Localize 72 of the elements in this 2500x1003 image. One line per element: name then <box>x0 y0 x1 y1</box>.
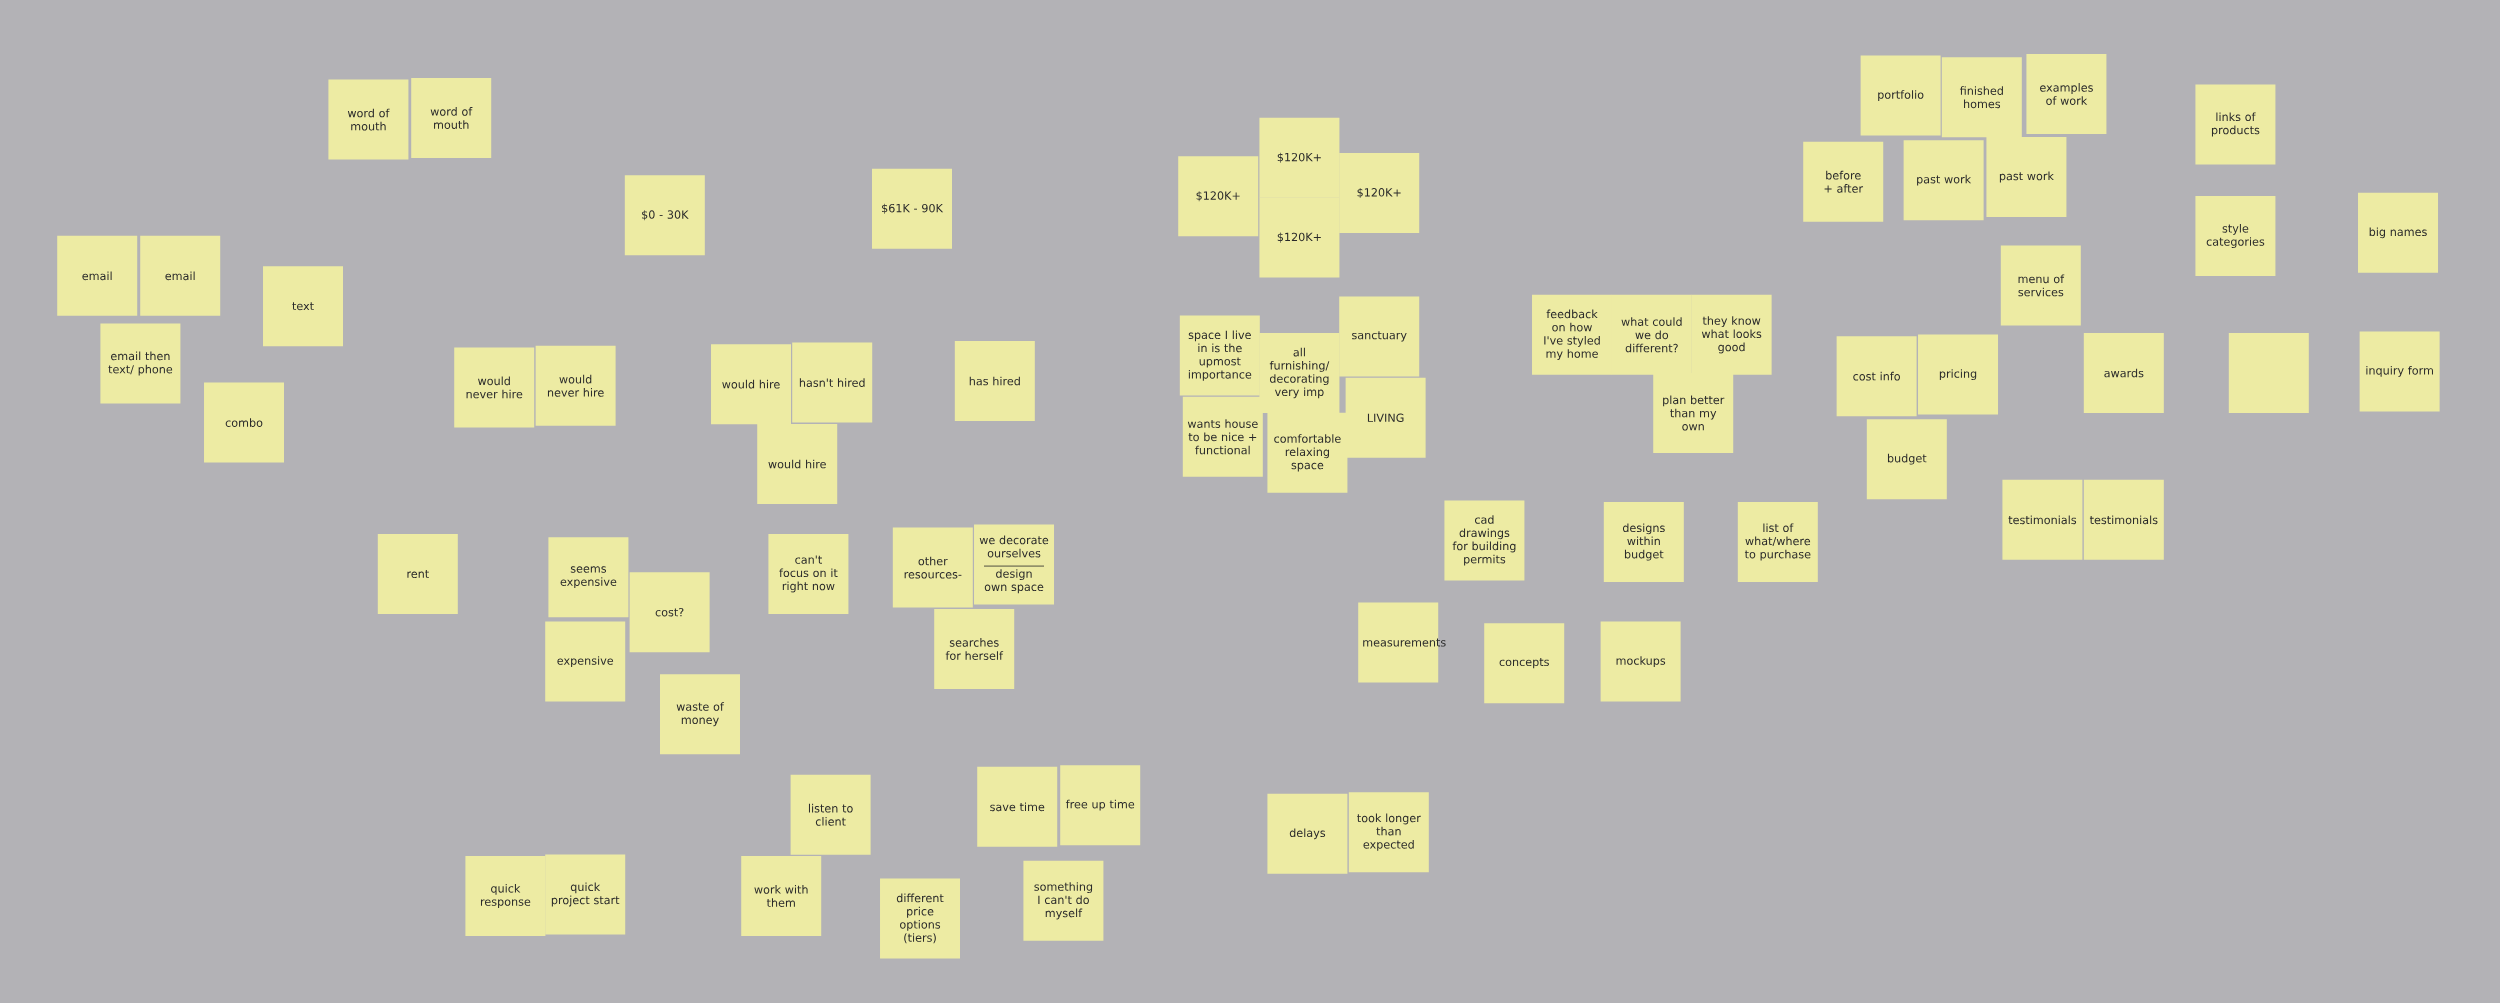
sticky-note: $120K+ <box>1178 156 1259 237</box>
sticky-note: work with them <box>741 856 822 936</box>
sticky-note: can't focus on it right now <box>768 534 849 614</box>
sticky-note: seems expensive <box>548 537 629 618</box>
sticky-note: would never hire <box>454 347 535 428</box>
sticky-note: something I can't do myself <box>1023 860 1104 941</box>
sticky-note: $0 - 30K <box>624 175 705 256</box>
sticky-note: email then text/ phone <box>100 323 181 404</box>
sticky-note: concepts <box>1484 623 1565 704</box>
sticky-note: big names <box>2358 192 2438 273</box>
sticky-note: combo <box>204 382 284 463</box>
sticky-note: expensive <box>545 621 626 702</box>
sticky-note: text <box>263 266 343 347</box>
sticky-note: finished homes <box>1941 57 2022 138</box>
sticky-note: comfortable relaxing space <box>1267 412 1348 493</box>
sticky-note: email <box>140 235 221 316</box>
sticky-note: pricing <box>1918 334 1998 415</box>
sticky-note: measurements <box>1358 602 1446 683</box>
sticky-note: examples of work <box>2026 54 2107 134</box>
sticky-note: testimonials <box>2002 479 2083 560</box>
sticky-note: hasn't hired <box>792 342 873 423</box>
sticky-note: would hire <box>757 424 838 504</box>
sticky-note: rent <box>377 534 458 614</box>
sticky-note: took longer than expected <box>1348 792 1429 873</box>
sticky-note: $120K+ <box>1259 117 1340 198</box>
sticky-note: listen to client <box>790 774 871 855</box>
sticky-note: quick response <box>465 856 546 936</box>
sticky-note: budget <box>1866 419 1947 500</box>
sticky-note: $61K - 90K <box>872 168 952 249</box>
sticky-note: list of what/where to purchase <box>1737 502 1818 582</box>
sticky-note: would hire <box>711 344 791 425</box>
sticky-note: would never hire <box>535 345 616 426</box>
sticky-note: testimonials <box>2083 479 2164 560</box>
sticky-note: waste of money <box>660 674 740 755</box>
sticky-note: searches for herself <box>934 609 1015 689</box>
sticky-note: other resources- <box>892 527 973 608</box>
sticky-note: quick project start <box>545 854 626 935</box>
sticky-note: cost info <box>1836 336 1917 417</box>
sticky-note: mockups <box>1600 621 1681 702</box>
sticky-note: all furnishing/ decorating very imp <box>1259 333 1340 413</box>
sticky-note: plan better than my own <box>1653 373 1734 453</box>
sticky-note: save time <box>977 766 1058 847</box>
sticky-note: cad drawings for building permits <box>1444 500 1525 581</box>
sticky-note: style categories <box>2195 196 2276 276</box>
sticky-note: space I live in is the upmost importance <box>1179 315 1260 396</box>
sticky-note: we decorate ourselves design own space <box>974 524 1054 605</box>
sticky-note: cost? <box>629 572 710 653</box>
sticky-note: designs within budget <box>1603 502 1684 582</box>
sticky-note: sanctuary <box>1339 296 1420 377</box>
sticky-note: links of products <box>2195 84 2276 165</box>
sticky-note: portfolio <box>1860 55 1941 136</box>
sticky-note: past work <box>1986 137 2067 217</box>
sticky-note: $120K+ <box>1339 153 1420 233</box>
sticky-note: they know what looks good <box>1691 294 1772 375</box>
sticky-note: email <box>57 235 138 316</box>
sticky-note: what could we do different? <box>1611 294 1692 375</box>
sticky-note: word of mouth <box>411 78 492 158</box>
sticky-note: wants house to be nice + functional <box>1182 396 1263 477</box>
sticky-note: before + after <box>1803 141 1884 222</box>
sticky-note: past work <box>1903 140 1984 221</box>
sticky-note: menu of services <box>2000 245 2081 326</box>
sticky-note: free up time <box>1060 765 1141 846</box>
sticky-note: $120K+ <box>1259 197 1340 278</box>
sticky-note: has hired <box>954 341 1035 421</box>
sticky-note: different price options (tiers) <box>880 878 960 959</box>
sticky-note: LIVING <box>1345 377 1426 458</box>
sticky-note: inquiry form <box>2359 331 2440 412</box>
sticky-note: word of mouth <box>328 79 409 160</box>
sticky-note: awards <box>2083 333 2164 413</box>
sticky-note: delays <box>1267 793 1348 874</box>
sticky-note <box>2228 333 2309 413</box>
sticky-note: feedback on how I've styled my home <box>1532 294 1612 375</box>
